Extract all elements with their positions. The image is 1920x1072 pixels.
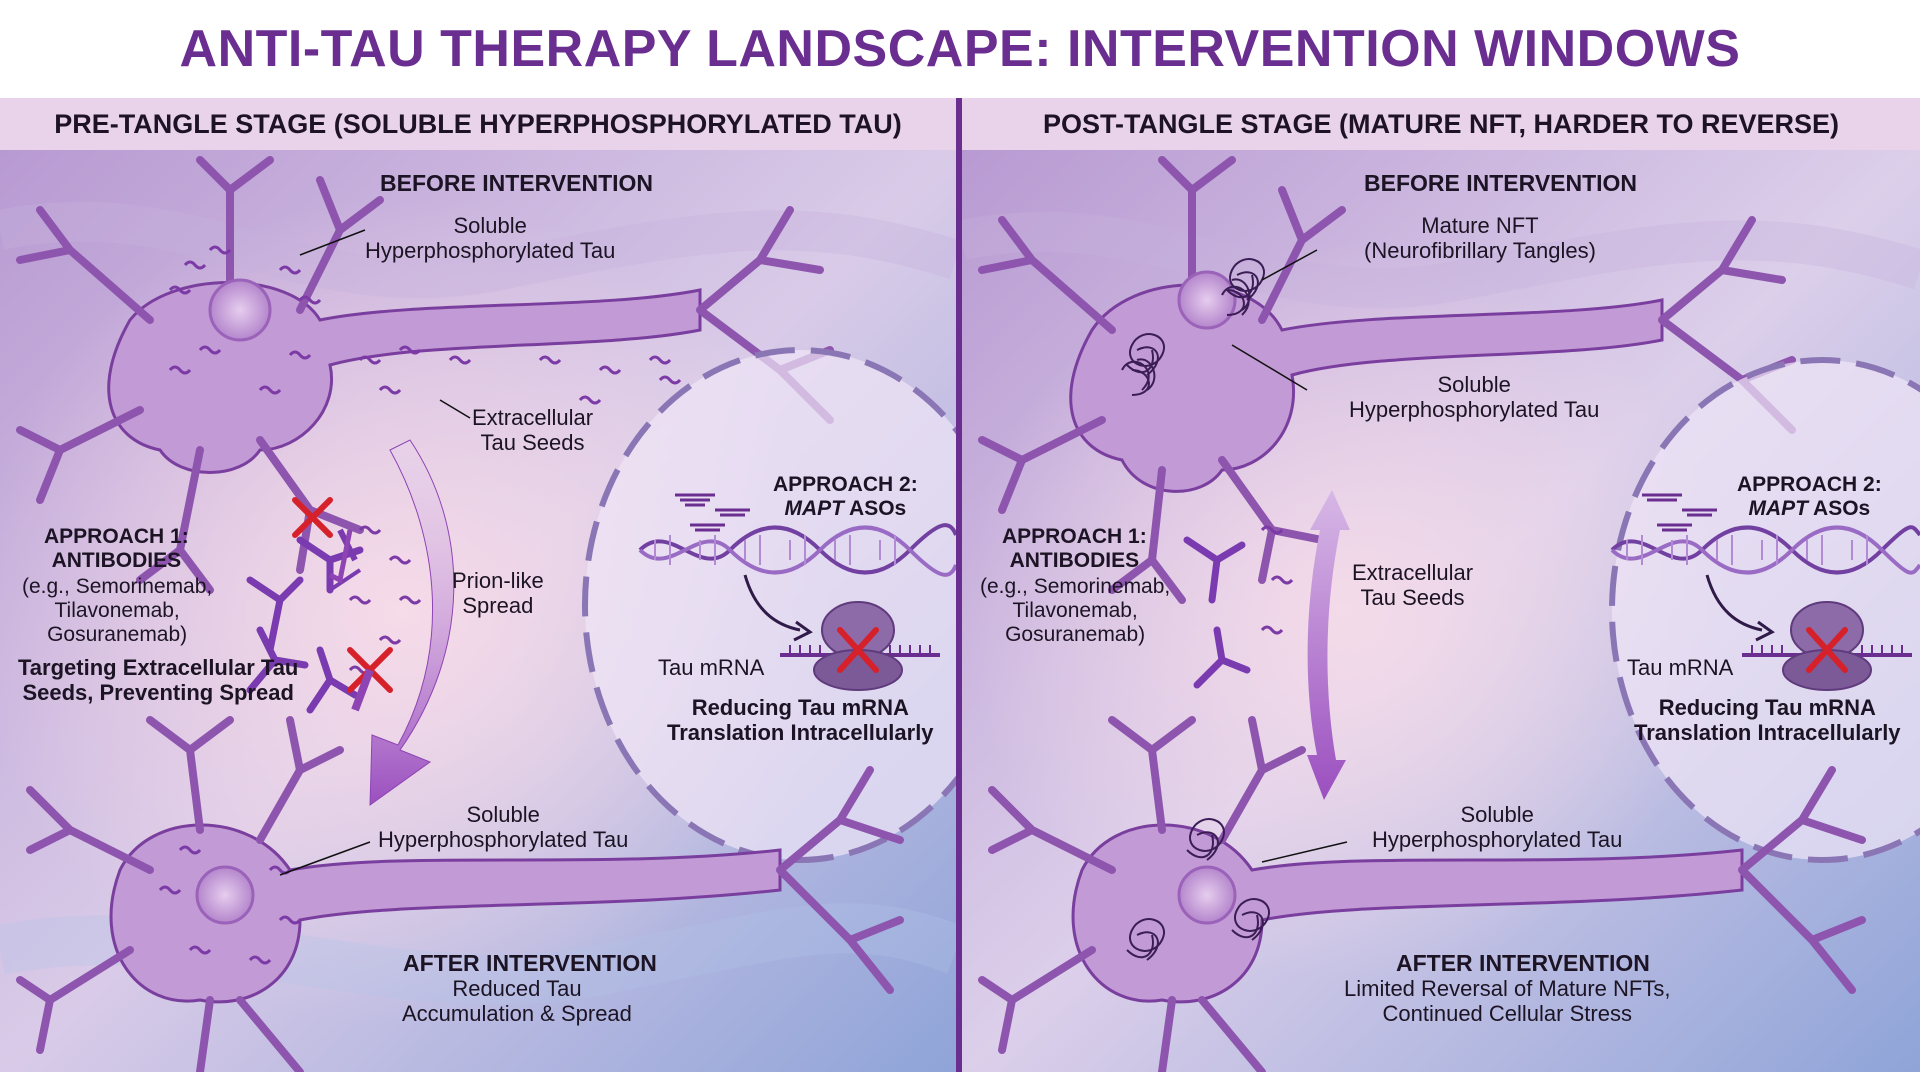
approach1-title-right: APPROACH 1:ANTIBODIES bbox=[1002, 525, 1147, 572]
post-tangle-panel: BEFORE INTERVENTION Mature NFT(Neurofibr… bbox=[962, 150, 1920, 1072]
top-neuron bbox=[16, 156, 834, 594]
bottom-neuron bbox=[16, 716, 904, 1072]
tau-squiggles-top bbox=[168, 245, 682, 405]
tau-mrna-label-left: Tau mRNA bbox=[658, 655, 765, 680]
antibodies-right bbox=[1183, 536, 1251, 689]
tau-squiggles-mid bbox=[348, 525, 422, 675]
aso-strands-right bbox=[1642, 493, 1717, 532]
ribosome-right bbox=[1782, 601, 1872, 691]
nft-tangles-bottom bbox=[1126, 818, 1270, 961]
seed-double-arrow bbox=[1307, 490, 1350, 800]
aso-cell bbox=[582, 347, 956, 863]
mapt-gene-label-right: MAPT bbox=[1748, 496, 1808, 520]
approach2-title-left: APPROACH 2: MAPT ASOs bbox=[773, 473, 918, 520]
tau-mrna-label-right: Tau mRNA bbox=[1627, 655, 1734, 680]
pre-tangle-illustration bbox=[0, 150, 956, 1072]
approach2-title-right: APPROACH 2: MAPT ASOs bbox=[1737, 473, 1882, 520]
post-tangle-header: POST-TANGLE STAGE (MATURE NFT, HARDER TO… bbox=[962, 98, 1920, 150]
ribosome-left bbox=[813, 601, 903, 691]
page-title: ANTI-TAU THERAPY LANDSCAPE: INTERVENTION… bbox=[179, 20, 1741, 78]
prion-spread-arrow bbox=[369, 439, 455, 806]
dna-helix-left bbox=[638, 523, 956, 577]
post-tangle-illustration bbox=[962, 150, 1920, 1072]
aso-strands-left bbox=[675, 493, 750, 532]
mature-nft-label: Mature NFT(Neurofibrillary Tangles) bbox=[1364, 213, 1596, 264]
after-intervention-label-left: AFTER INTERVENTION bbox=[403, 950, 657, 976]
aso-cell-right bbox=[1609, 357, 1920, 863]
dna-helix-right bbox=[1610, 525, 1920, 575]
after-desc-right: Limited Reversal of Mature NFTs,Continue… bbox=[1344, 976, 1671, 1027]
approach1-title-left: APPROACH 1:ANTIBODIES bbox=[44, 525, 189, 572]
bottom-neuron-nft bbox=[978, 716, 1866, 1072]
before-intervention-label-right: BEFORE INTERVENTION bbox=[1364, 170, 1638, 196]
pre-tangle-header: PRE-TANGLE STAGE (SOLUBLE HYPERPHOSPHORY… bbox=[0, 98, 956, 150]
approach1-examples-left: (e.g., Semorinemab,Tilavonemab,Gosuranem… bbox=[22, 575, 213, 646]
after-intervention-label-right: AFTER INTERVENTION bbox=[1396, 950, 1650, 976]
top-neuron-nft bbox=[978, 156, 1796, 604]
panel-divider bbox=[956, 98, 962, 1072]
mapt-gene-label-left: MAPT bbox=[784, 496, 844, 520]
before-intervention-label-left: BEFORE INTERVENTION bbox=[380, 170, 654, 196]
approach1-examples-right: (e.g., Semorinemab,Tilavonemab,Gosuranem… bbox=[980, 575, 1171, 646]
